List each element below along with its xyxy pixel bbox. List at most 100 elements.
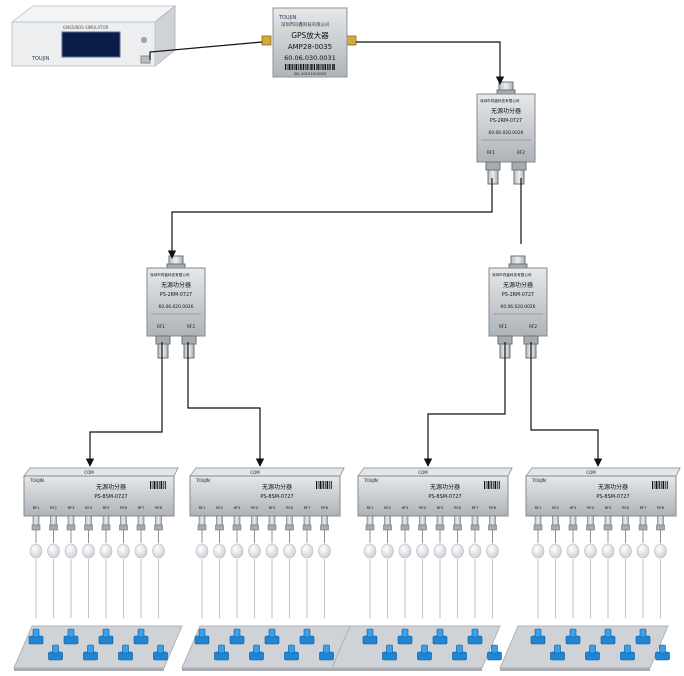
amplifier-barcode-bar bbox=[332, 64, 334, 70]
splitter8-port-nut bbox=[383, 524, 392, 531]
gps-receiver-icon bbox=[432, 628, 448, 645]
splitter8-port-nut bbox=[586, 524, 595, 531]
gps-receiver-icon bbox=[530, 628, 546, 645]
amplifier-barcode-bar bbox=[327, 64, 328, 70]
splitter8-port-label: RF7 bbox=[138, 506, 145, 510]
gps-receiver-icon bbox=[452, 644, 467, 661]
splitter-company: 深圳市同鑫科技有限公司 bbox=[480, 98, 520, 103]
receiver-antenna bbox=[624, 644, 631, 654]
splitter8-port-label: RF4 bbox=[419, 506, 427, 510]
splitter8-port-label: RF1 bbox=[33, 506, 40, 510]
splitter8-port-connector bbox=[286, 515, 293, 526]
gps-receiver-icon bbox=[565, 628, 581, 645]
splitter8-port-label: RF2 bbox=[384, 506, 391, 510]
gps-receiver-icon bbox=[620, 644, 635, 661]
gps-receiver-icon bbox=[487, 644, 502, 661]
receiver-antenna bbox=[366, 628, 374, 638]
splitter8-barcode-bar bbox=[328, 481, 330, 489]
amplifier-company: 深圳市同鑫科技有限公司 bbox=[281, 21, 329, 28]
splitter-model: PS-2RM-0727 bbox=[490, 118, 522, 124]
splitter8-port-nut bbox=[551, 524, 560, 531]
splitter8-com-label: COM bbox=[250, 470, 260, 475]
termination-load-icon bbox=[82, 543, 95, 559]
splitter8-port-nut bbox=[365, 524, 375, 531]
splitter8-port-connector bbox=[233, 515, 241, 526]
splitter8-port-label: RF5 bbox=[437, 506, 444, 510]
splitter8-brand: TOUJIN bbox=[195, 478, 210, 483]
splitter8-port-label: RF3 bbox=[68, 506, 75, 510]
gps-receiver-icon bbox=[249, 644, 264, 661]
receiver-antenna bbox=[233, 628, 241, 638]
splitter8-barcode-bar bbox=[494, 481, 496, 489]
splitter8-port-nut bbox=[285, 524, 294, 531]
splitter8-port-nut bbox=[638, 524, 648, 531]
splitter8-port-connector bbox=[85, 515, 92, 526]
splitter-body bbox=[488, 267, 548, 337]
gps-receiver-icon bbox=[362, 628, 378, 645]
gps-receiver-icon bbox=[319, 644, 334, 661]
splitter8-port-connector bbox=[32, 515, 40, 526]
gps-receiver-icon bbox=[28, 628, 44, 645]
splitter8-port-label: RF6 bbox=[622, 506, 630, 510]
termination-load-icon bbox=[99, 543, 113, 559]
splitter-model: PS-2RM-0727 bbox=[160, 292, 192, 298]
splitter8-port-nut bbox=[119, 524, 128, 531]
splitter8-port-label: RF5 bbox=[269, 506, 276, 510]
splitter8-port-nut bbox=[84, 524, 93, 531]
amplifier-barcode-bar bbox=[292, 64, 294, 70]
splitter8-port-label: RF8 bbox=[657, 506, 665, 510]
splitter-port-label: RF1 bbox=[487, 150, 495, 155]
splitter8-port-nut bbox=[136, 524, 146, 531]
amplifier-barcode-bar bbox=[316, 64, 317, 70]
amplifier-barcode-bar bbox=[312, 64, 314, 70]
splitter8-port-nut bbox=[250, 524, 259, 531]
amplifier-barcode-bar bbox=[324, 64, 326, 70]
amplifier-brand: TOUJIN bbox=[278, 15, 297, 21]
receiver-antenna bbox=[639, 628, 647, 638]
receiver-antenna bbox=[32, 628, 40, 638]
splitter8-barcode-bar bbox=[484, 481, 485, 489]
splitter8-port-label: RF3 bbox=[570, 506, 577, 510]
splitter8-top-face bbox=[189, 467, 345, 477]
gps-receiver-icon bbox=[118, 644, 133, 661]
termination-load-icon bbox=[152, 543, 165, 559]
splitter8-barcode-bar bbox=[661, 481, 662, 489]
splitter8-barcode-bar bbox=[155, 481, 157, 489]
receiver-antenna bbox=[157, 644, 164, 654]
splitter8-port-label: RF8 bbox=[155, 506, 163, 510]
gps-receiver-icon bbox=[229, 628, 245, 645]
termination-load-icon bbox=[451, 543, 464, 559]
splitter8-port-nut bbox=[31, 524, 41, 531]
splitter8-barcode-bar bbox=[489, 481, 491, 489]
receiver-antenna bbox=[122, 644, 129, 654]
splitter8-port-nut bbox=[568, 524, 578, 531]
splitter8-port-nut bbox=[267, 524, 277, 531]
splitter8-barcode-bar bbox=[498, 481, 500, 489]
splitter-output-connector bbox=[513, 169, 525, 185]
receiver-antenna bbox=[253, 644, 260, 654]
termination-load-icon bbox=[195, 543, 209, 559]
splitter8-barcode-bar bbox=[316, 481, 317, 489]
splitter8-barcode-bar bbox=[162, 481, 164, 489]
gps-receiver-icon bbox=[83, 644, 98, 661]
splitter-port-label: RF2 bbox=[529, 324, 537, 329]
termination-load-icon bbox=[117, 543, 130, 559]
amplifier-barcode-bar bbox=[319, 64, 321, 70]
termination-load-icon bbox=[654, 543, 667, 559]
termination-load-icon bbox=[531, 543, 545, 559]
amplifier-barcode-bar bbox=[285, 64, 286, 70]
splitter-code: 60.06.020.0026 bbox=[501, 304, 536, 310]
splitter8-barcode-bar bbox=[666, 481, 668, 489]
link-splitter-left bbox=[167, 178, 493, 259]
amplifier-barcode-bar bbox=[334, 64, 335, 70]
receiver-antenna bbox=[268, 628, 276, 638]
termination-load-icon bbox=[265, 543, 279, 559]
gps-receiver-icon bbox=[585, 644, 600, 661]
gps-receiver-icon bbox=[98, 628, 114, 645]
receiver-antenna bbox=[554, 644, 561, 654]
amplifier-barcode-bar bbox=[308, 64, 310, 70]
splitter8-port-label: RF3 bbox=[234, 506, 241, 510]
